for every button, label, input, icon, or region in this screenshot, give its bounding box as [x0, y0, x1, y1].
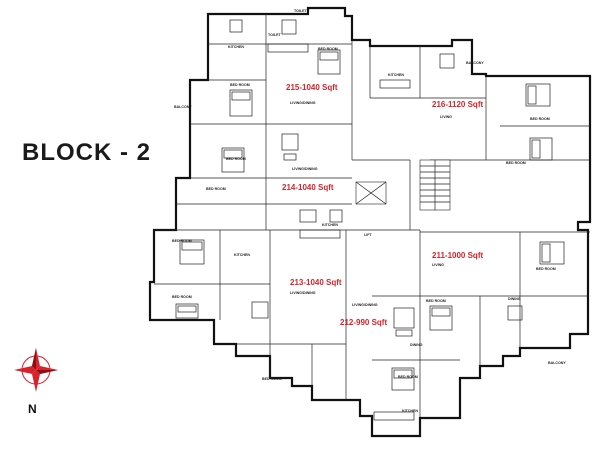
unit-label-216: 216-1120 Sqft: [432, 100, 483, 109]
compass-north-label: N: [28, 402, 37, 416]
room-label: BALCONY: [548, 361, 566, 365]
unit-label-214: 214-1040 Sqft: [282, 183, 334, 192]
room-label: KITCHEN: [388, 73, 404, 77]
kitchen-counters: [267, 43, 415, 421]
room-label: BALCONY: [174, 105, 192, 109]
room-label: KITCHEN: [234, 253, 250, 257]
room-label: KITCHEN: [228, 45, 244, 49]
lift-shaft: [355, 181, 387, 205]
building-outline: [148, 6, 592, 438]
room-label: LIVING/DINING: [290, 101, 316, 105]
room-label: BED ROOM: [530, 117, 550, 121]
room-label: BED ROOM: [226, 157, 246, 161]
unit-label-213: 213-1040 Sqft: [290, 278, 342, 287]
room-label: BED ROOM: [318, 47, 338, 51]
block-title: BLOCK - 2: [22, 139, 151, 166]
room-label: KITCHEN: [402, 409, 418, 413]
unit-label-211: 211-1000 Sqft: [432, 251, 483, 260]
room-label: LIVING/DINING: [290, 291, 316, 295]
room-label: TOILET: [268, 33, 282, 37]
room-label: BED ROOM: [426, 299, 446, 303]
compass-rose-icon: [14, 348, 58, 392]
room-label: BED ROOM: [206, 187, 226, 191]
unit-label-215: 215-1040 Sqft: [286, 83, 338, 92]
room-label: BED ROOM: [230, 83, 250, 87]
room-label: LIVING/DINING: [292, 167, 318, 171]
room-label: DINING: [508, 297, 521, 301]
room-label: BED ROOM: [262, 377, 282, 381]
room-label: BED ROOM: [536, 267, 556, 271]
room-label: BED ROOM: [506, 161, 526, 165]
room-label: BED ROOM: [398, 375, 418, 379]
room-label: TOILET: [294, 9, 308, 13]
room-label: LIVING: [432, 263, 444, 267]
staircase: [419, 159, 451, 211]
room-label: LIFT: [364, 233, 372, 237]
room-label: BALCONY: [466, 61, 484, 65]
room-label: BED ROOM: [172, 239, 192, 243]
room-label: KITCHEN: [322, 223, 338, 227]
room-label: BED ROOM: [172, 295, 192, 299]
room-label: LIVING: [440, 115, 452, 119]
furniture: [175, 19, 565, 391]
room-label: LIVING/DINING: [352, 303, 378, 307]
room-label: DINING: [410, 343, 423, 347]
unit-label-212: 212-990 Sqft: [340, 318, 387, 327]
partitions: [154, 14, 590, 436]
